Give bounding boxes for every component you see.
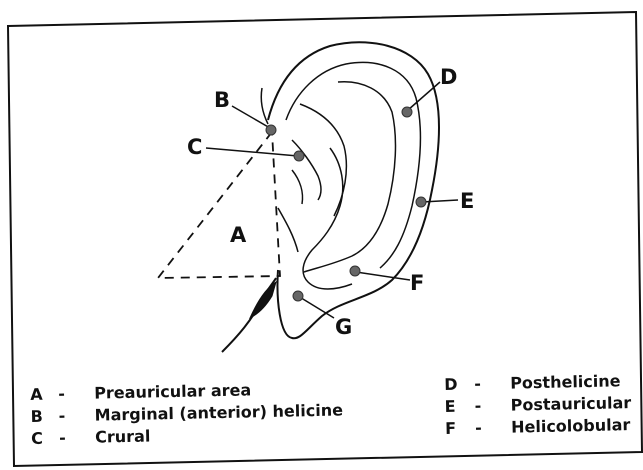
point-label-g: G — [335, 315, 352, 339]
leader-line-c — [206, 148, 298, 156]
leader-line-e — [422, 200, 458, 202]
preauricular-area-outline — [158, 132, 280, 278]
leader-line-f — [356, 272, 410, 280]
legend-key: E — [444, 395, 474, 418]
legend-right: D - Posthelicine E - Postauricular F - H… — [444, 370, 632, 440]
point-label-b: B — [214, 88, 230, 112]
legend-key: C — [31, 427, 59, 450]
ear-crus-helicis — [292, 140, 321, 200]
legend-text: Postauricular — [510, 392, 631, 417]
legend-dash: - — [474, 373, 510, 396]
ear-helix-inner — [286, 62, 420, 268]
point-g — [293, 291, 303, 301]
legend-key: A — [30, 383, 58, 406]
point-label-f: F — [410, 271, 424, 295]
legend-dash: - — [475, 417, 511, 440]
legend-left: A - Preauricular area B - Marginal (ante… — [30, 377, 344, 450]
point-e — [416, 197, 426, 207]
ear-antihelix-crus — [300, 104, 346, 216]
legend-key: F — [445, 417, 475, 440]
ear-intertragic — [278, 208, 298, 252]
point-d — [402, 107, 412, 117]
legend-text: Posthelicine — [510, 370, 621, 394]
legend-row-f: F - Helicolobular — [445, 414, 632, 440]
legend-text: Helicolobular — [511, 414, 631, 438]
ear-tragus-hook — [250, 282, 276, 318]
legend-dash: - — [58, 405, 94, 428]
leader-line-g — [298, 296, 334, 318]
ear-anterior-stub — [261, 88, 268, 124]
legend-dash: - — [58, 383, 94, 406]
point-c — [294, 151, 304, 161]
point-label-d: D — [440, 65, 457, 89]
area-label-a: A — [230, 223, 247, 247]
point-label-e: E — [460, 189, 474, 213]
legend-dash: - — [474, 395, 510, 418]
point-label-c: C — [187, 135, 202, 159]
legend-key: D — [444, 373, 474, 396]
legend-text: Crural — [95, 425, 151, 448]
ear-tragus-line — [292, 170, 303, 204]
point-b — [266, 125, 276, 135]
legend-key: B — [30, 405, 58, 428]
legend-dash: - — [59, 427, 95, 450]
ear-concha — [303, 148, 352, 289]
point-f — [350, 266, 360, 276]
